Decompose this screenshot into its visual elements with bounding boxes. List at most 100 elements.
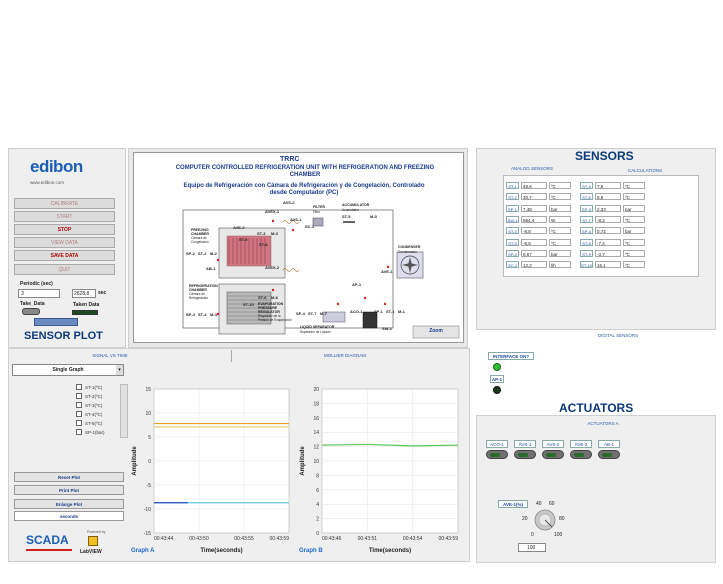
tab-mollier-diagram[interactable]: MOLLIER DIAGRAM: [323, 353, 366, 358]
taken-data-indicator: [72, 310, 98, 315]
tab-actuators-a[interactable]: ACTUATORS A: [587, 421, 619, 426]
timer-value: 2628,8: [74, 291, 90, 297]
brand-url: www.edibon.com: [30, 180, 65, 185]
channel-checkbox[interactable]: ST-4(ºC): [76, 411, 102, 417]
tag-sc1: SC-1: [305, 224, 315, 229]
filter: [312, 217, 324, 227]
sensor-unit: ºC: [623, 238, 645, 246]
label-filter: FILTER: [313, 205, 325, 209]
save-data-button[interactable]: SAVE DATA: [14, 250, 115, 261]
reset-plot-button[interactable]: Reset Plot: [14, 472, 124, 482]
tag-m3: M-3: [271, 231, 278, 236]
x-axis-label: Time(seconds): [200, 548, 242, 554]
checkbox-box[interactable]: [76, 393, 82, 399]
sensor-unit: ºC: [623, 182, 645, 189]
periodic-label: Periodic (sec): [20, 281, 53, 287]
graph-mode-select[interactable]: Single Graph: [12, 364, 124, 376]
sensor-tag: ST-10: [580, 261, 593, 269]
actuator-label: AB-1: [598, 440, 620, 448]
stop-button[interactable]: STOP: [14, 224, 115, 235]
tag-ave1: AVE-1: [381, 269, 393, 274]
calibrate-button[interactable]: CALIBRATE: [14, 198, 115, 209]
channel-label: ST-5(ºC): [85, 421, 103, 426]
sensor-unit: ºC: [549, 193, 571, 201]
label-refrig-es: Cámara de Refrigeración: [189, 292, 208, 300]
units-select[interactable]: seconds: [14, 511, 124, 521]
ave1-knob[interactable]: [521, 496, 571, 542]
x-tick-label: 00:43:54: [403, 536, 423, 542]
tag-sp1: SP-1: [374, 309, 383, 314]
start-button[interactable]: START: [14, 211, 115, 222]
chevron-down-icon[interactable]: ▾: [116, 365, 123, 375]
x-axis-label: Time(seconds): [369, 548, 411, 554]
actuator-label: AVE-2: [570, 440, 592, 448]
take-data-toggle[interactable]: [22, 308, 40, 315]
interface-led: [493, 363, 501, 371]
y-tick-label: 8: [316, 473, 319, 479]
sensor-value: 584,4: [521, 215, 547, 223]
checkbox-box[interactable]: [76, 384, 82, 390]
channel-checkbox[interactable]: ST-2(ºC): [76, 393, 102, 399]
tag-m1: M-1: [398, 309, 405, 314]
view-data-button[interactable]: VIEW DATA: [14, 237, 115, 248]
tab-signal-vs-time[interactable]: SIGNAL VS TIME: [92, 353, 128, 358]
sensor-plot-title: SENSOR PLOT: [24, 330, 103, 342]
sensor-tag: SC-1: [506, 261, 519, 269]
channel-checkbox[interactable]: ST-5(ºC): [76, 420, 102, 426]
actuator-toggle[interactable]: [570, 450, 592, 459]
knob-value: 100: [527, 545, 536, 551]
channel-checkbox[interactable]: SP-1(bar): [76, 429, 105, 435]
diagram-title-en: COMPUTER CONTROLLED REFRIGERATION UNIT W…: [175, 165, 435, 178]
quit-button[interactable]: QUIT: [14, 264, 115, 275]
channel-checkbox[interactable]: ST-3(ºC): [76, 402, 102, 408]
print-plot-button[interactable]: Print Plot: [14, 485, 124, 495]
checkbox-box[interactable]: [76, 402, 82, 408]
edibon-logo: edibon: [30, 157, 83, 177]
sensor-value: 7,5: [595, 182, 621, 189]
enlarge-plot-button[interactable]: Enlarge Plot: [14, 499, 124, 509]
tab-analog-sensors[interactable]: ANALOG SENSORS: [510, 166, 553, 171]
actuator-label: AVS-2: [542, 440, 564, 448]
liquid-separator: [322, 311, 346, 323]
sensor-tag: ST-3: [506, 227, 519, 235]
zoom-label[interactable]: Zoom: [429, 328, 443, 334]
checkbox-box[interactable]: [76, 429, 82, 435]
x-tick-label: 00:43:46: [322, 536, 342, 542]
checkbox-box[interactable]: [76, 420, 82, 426]
x-tick-label: 00:43:51: [358, 536, 378, 542]
label-freezing-es: Cámara de Congelación: [191, 236, 209, 244]
scada-underline: [26, 549, 72, 551]
checkbox-box[interactable]: [76, 411, 82, 417]
label-accum: ACCUMULATOR: [342, 203, 370, 207]
channel-scrollbar[interactable]: [120, 384, 128, 438]
channel-label: SP-1(bar): [85, 430, 105, 435]
analog-sensor-area: [503, 175, 699, 277]
x-tick-label: 00:43:55: [234, 536, 254, 542]
tag-st7: ST-7: [308, 311, 317, 316]
channel-checkbox[interactable]: ST-1(ºC): [76, 384, 102, 390]
timer-unit: sec: [98, 290, 107, 296]
actuator-led: [518, 453, 528, 457]
knob-value-input[interactable]: 100: [518, 543, 546, 552]
timer-display: 2628,8: [72, 289, 96, 298]
tab-calculations[interactable]: CALCULATIONS: [627, 168, 663, 173]
actuator-toggle[interactable]: [542, 450, 564, 459]
actuator-toggle[interactable]: [486, 450, 508, 459]
tag-st8: ST-8: [259, 242, 268, 247]
actuator-toggle[interactable]: [598, 450, 620, 459]
periodic-value: 3: [21, 291, 24, 297]
periodic-input[interactable]: 3: [18, 289, 60, 298]
sensor-value: 15,1: [595, 261, 621, 269]
tab-divider: [231, 350, 232, 362]
sensor-value: 30,7: [521, 193, 547, 201]
actuator-led: [574, 453, 584, 457]
actuator-toggle[interactable]: [514, 450, 536, 459]
